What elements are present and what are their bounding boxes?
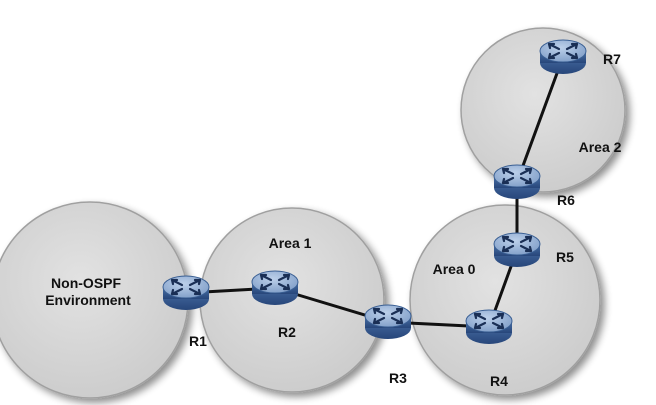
non-ospf-label: Non-OSPF Environment <box>45 275 131 308</box>
area-circles <box>0 27 626 399</box>
router-r4-icon <box>464 308 514 346</box>
area-2-label: Area 2 <box>579 139 622 155</box>
router-r6-icon <box>492 163 542 201</box>
area-0-circle <box>409 204 601 396</box>
router-r4-label: R4 <box>490 373 508 389</box>
non-ospf-label-line2: Environment <box>45 292 131 308</box>
router-r7-icon <box>538 38 588 76</box>
router-r1-icon <box>161 274 211 312</box>
router-r1-label: R1 <box>189 333 207 349</box>
area-1-label: Area 1 <box>269 235 312 251</box>
non-ospf-label-line1: Non-OSPF <box>51 275 121 291</box>
router-r2-icon <box>250 269 300 307</box>
area-0-label: Area 0 <box>433 261 476 277</box>
router-r5-label: R5 <box>556 249 574 265</box>
link-r6-r7 <box>515 55 565 184</box>
router-r3-icon <box>363 303 413 341</box>
router-r3-label: R3 <box>389 370 407 386</box>
router-r5-icon <box>492 231 542 269</box>
router-r6-label: R6 <box>557 192 575 208</box>
router-r7-label: R7 <box>603 51 621 67</box>
router-r2-label: R2 <box>278 324 296 340</box>
